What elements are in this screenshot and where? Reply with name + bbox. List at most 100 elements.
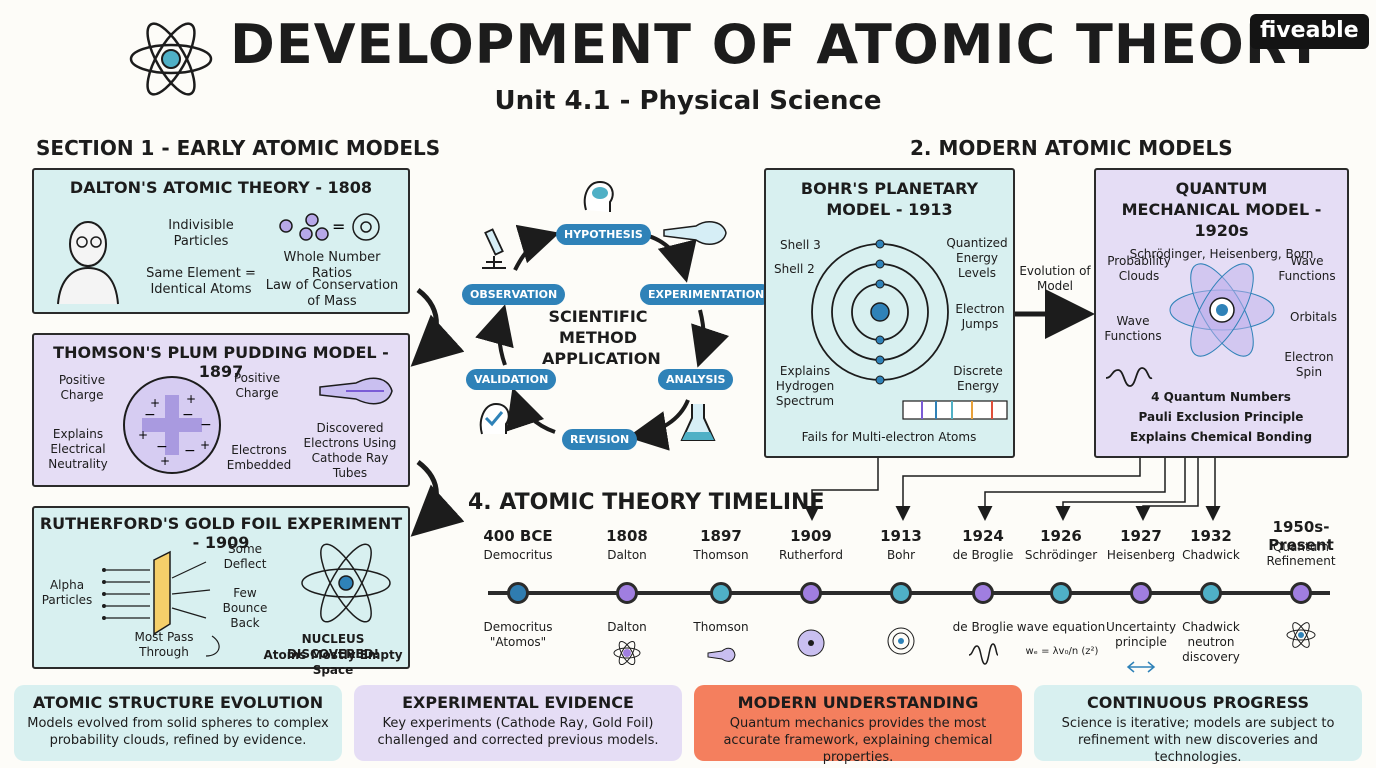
bohr-small-icon <box>887 627 915 655</box>
timeline-year: 1897 <box>700 527 742 545</box>
quantum-prob: Probability Clouds <box>1107 254 1171 283</box>
thomson-title: THOMSON'S PLUM PUDDING MODEL - 1897 <box>53 343 389 381</box>
section1-heading: SECTION 1 - EARLY ATOMIC MODELS <box>36 136 441 160</box>
step-observation[interactable]: OBSERVATION <box>462 284 566 305</box>
timeline-year: 1913 <box>880 527 922 545</box>
flask-icon <box>680 404 716 441</box>
microscope-icon <box>482 228 506 269</box>
timeline-node[interactable] <box>710 582 732 604</box>
thomson-panel: THOMSON'S PLUM PUDDING MODEL - 1897 Posi… <box>32 333 410 487</box>
dalton-indivisible: Indivisible Particles <box>168 218 234 249</box>
timeline-caption: Democritus "Atomos" <box>483 620 553 649</box>
timeline-node[interactable] <box>507 582 529 604</box>
summary-card: ATOMIC STRUCTURE EVOLUTION Models evolved… <box>14 685 342 761</box>
bohr-hydrogen: Explains Hydrogen Spectrum <box>775 364 835 408</box>
timeline-heading: 4. ATOMIC THEORY TIMELINE <box>468 490 825 515</box>
method-center-label: SCIENTIFIC METHOD APPLICATION <box>542 307 661 368</box>
step-revision[interactable]: REVISION <box>562 429 638 450</box>
timeline-name: Quantum Refinement <box>1266 540 1336 568</box>
test-tube-icon <box>663 221 727 245</box>
quantum-wave-tr: Wave Functions <box>1278 254 1336 283</box>
brain-icon <box>583 180 614 212</box>
spectrum-bar-icon <box>902 400 1008 420</box>
timeline-caption: Chadwick neutron discovery <box>1182 620 1240 664</box>
thomson-positive-right: Positive Charge <box>233 371 281 400</box>
dalton-panel: DALTON'S ATOMIC THEORY - 1808 Indivisibl… <box>32 168 410 314</box>
timeline-name: Chadwick <box>1182 548 1240 562</box>
step-hypothesis[interactable]: HYPOTHESIS <box>556 224 651 245</box>
rutherford-small-icon <box>797 629 825 657</box>
quantum-title: QUANTUM MECHANICAL MODEL - 1920s <box>1121 179 1322 240</box>
ratio-spheres-icon: = <box>279 213 380 241</box>
step-experimentation[interactable]: EXPERIMENTATION <box>640 284 773 305</box>
bohr-quantized: Quantized Energy Levels <box>946 236 1008 280</box>
timeline-year: 1950s-Present <box>1268 518 1334 554</box>
dalton-conservation: Law of Conservation of Mass <box>265 278 399 309</box>
timeline-caption: de Broglie <box>952 620 1014 634</box>
dalton-whole-number: Whole Number Ratios <box>283 250 381 281</box>
thomson-electrons: Electrons Embedded <box>226 443 292 472</box>
bohr-title: BOHR'S PLANETARY MODEL - 1913 <box>800 179 979 219</box>
page-subtitle: Unit 4.1 - Physical Science <box>494 86 882 116</box>
brand-logo[interactable]: fiveable <box>1250 14 1369 49</box>
step-validation[interactable]: VALIDATION <box>466 369 557 390</box>
summary-card-text: Key experiments (Cathode Ray, Gold Foil)… <box>377 716 659 748</box>
timeline-node[interactable] <box>1050 582 1072 604</box>
wave-formula: wₑ = λv₀/n (z²) <box>1025 646 1099 657</box>
gold-foil-diagram-icon <box>102 550 220 657</box>
evolution-label: Evolution of Model <box>1019 264 1091 293</box>
quantum-bonding: Explains Chemical Bonding <box>1129 430 1313 444</box>
svg-text:+: + <box>150 396 160 410</box>
thomson-positive-left: Positive Charge <box>58 373 106 402</box>
quantum-atom-small-icon <box>1286 622 1316 648</box>
timeline-node[interactable] <box>972 582 994 604</box>
bohr-panel: BOHR'S PLANETARY MODEL - 1913 Shell 3 Sh… <box>764 168 1015 458</box>
bohr-discrete: Discrete Energy <box>953 364 1003 393</box>
quantum-panel: QUANTUM MECHANICAL MODEL - 1920s Schrödi… <box>1094 168 1349 458</box>
cathode-tube-small-icon <box>707 647 736 662</box>
timeline-node[interactable] <box>1200 582 1222 604</box>
quantum-orbitals: Orbitals <box>1290 310 1337 324</box>
timeline-caption: Thomson <box>693 620 749 634</box>
timeline-node[interactable] <box>800 582 822 604</box>
timeline-year: 1909 <box>790 527 832 545</box>
plum-pudding-atom-icon: + + + + + − − − − − <box>123 376 221 474</box>
timeline-node[interactable] <box>1130 582 1152 604</box>
rutherford-empty: Atoms Mostly Empty Space <box>263 648 403 677</box>
timeline-year: 1927 <box>1120 527 1162 545</box>
rutherford-title: RUTHERFORD'S GOLD FOIL EXPERIMENT - 1909 <box>39 514 403 552</box>
svg-text:+: + <box>200 438 210 452</box>
electron-cloud-icon <box>1169 263 1275 357</box>
atom-logo-icon <box>129 22 213 96</box>
timeline-node[interactable] <box>1290 582 1312 604</box>
timeline-name: Bohr <box>886 548 916 562</box>
timeline-node[interactable] <box>616 582 638 604</box>
page-title: DEVELOPMENT OF ATOMIC THEORY <box>230 13 1325 76</box>
timeline-name: Schrödinger <box>1024 548 1098 562</box>
timeline-year: 1924 <box>962 527 1004 545</box>
summary-card-title: EXPERIMENTAL EVIDENCE <box>402 693 634 712</box>
timeline-caption: Uncertainty principle <box>1105 620 1177 649</box>
head-check-icon <box>479 402 510 435</box>
svg-text:−: − <box>182 407 194 423</box>
rutherford-deflect: Some Deflect <box>223 542 267 571</box>
rutherford-nucleus: NUCLEUS DISCOVERED! <box>286 632 380 661</box>
svg-text:−: − <box>200 417 212 433</box>
nuclear-atom-icon <box>301 543 391 623</box>
bohr-shell2: Shell 2 <box>774 262 815 276</box>
thomson-neutrality: Explains Electrical Neutrality <box>48 427 108 471</box>
summary-card-title: ATOMIC STRUCTURE EVOLUTION <box>32 693 324 712</box>
svg-text:+: + <box>138 428 148 442</box>
summary-card-title: MODERN UNDERSTANDING <box>737 693 979 712</box>
wave-small-icon <box>968 643 998 665</box>
rutherford-panel: RUTHERFORD'S GOLD FOIL EXPERIMENT - 1909… <box>32 506 410 677</box>
summary-card: EXPERIMENTAL EVIDENCE Key experiments (Ca… <box>354 685 682 761</box>
quantum-numbers: 4 Quantum Numbers <box>1151 390 1291 404</box>
timeline-node[interactable] <box>890 582 912 604</box>
summary-card-title: CONTINUOUS PROGRESS <box>1086 693 1310 712</box>
timeline-name: Dalton <box>607 548 647 562</box>
summary-card-text: Models evolved from solid spheres to com… <box>27 716 329 748</box>
step-analysis[interactable]: ANALYSIS <box>658 369 734 390</box>
